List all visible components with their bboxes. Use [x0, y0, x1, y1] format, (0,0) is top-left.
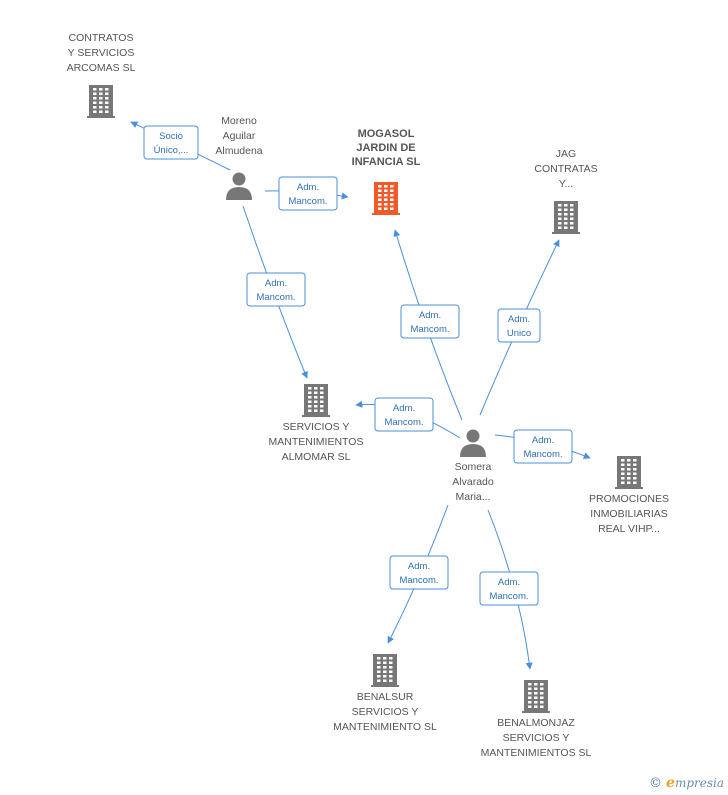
edge-label-text: Adm. — [532, 435, 554, 446]
building-icon — [372, 182, 400, 215]
edge-label-e5[interactable]: Adm. Unico — [497, 308, 541, 343]
node-label: SERVICIOS Y — [503, 732, 570, 744]
edge-label-e1[interactable]: SocioÚnico,... — [143, 125, 199, 160]
edge-label-text: Único,... — [154, 145, 189, 156]
node-label: Maria... — [455, 491, 490, 503]
edge-label-text: Adm. — [393, 403, 415, 414]
node-label: REAL VIHP... — [598, 523, 660, 535]
node-label: Y... — [559, 178, 573, 190]
nodes-layer: CONTRATOS Y SERVICIOS ARCOMAS SL MorenoAgui… — [67, 32, 669, 759]
node-label: CONTRATOS — [69, 32, 134, 44]
person-icon — [460, 429, 486, 457]
node-label: MANTENIMIENTOS SL — [481, 747, 592, 759]
edge-label-text: Adm. — [265, 278, 287, 289]
node-benalmonjaz[interactable]: BENALMONJAZ SERVICIOS Y MANTENIMIENTOS SL — [481, 680, 592, 759]
node-label: INMOBILIARIAS — [590, 508, 668, 520]
building-icon — [615, 456, 643, 489]
node-label: ALMOMAR SL — [282, 451, 351, 463]
edge-label-box — [479, 571, 539, 606]
edge-label-e4[interactable]: Adm. Mancom. — [400, 304, 460, 339]
edge-labels-layer: SocioÚnico,...Adm.Mancom.Adm.Mancom.Adm.… — [143, 125, 573, 606]
node-label: INFANCIA SL — [352, 156, 421, 168]
node-benalsur[interactable]: BENALSUR SERVICIOS Y MANTENIMIENTO SL — [333, 654, 437, 733]
node-label: BENALSUR — [357, 691, 414, 703]
edge-label-e3[interactable]: Adm. Mancom. — [246, 272, 306, 307]
edge-label-box — [513, 429, 573, 464]
edge-label-text: Adm. — [508, 314, 530, 325]
edge-label-box — [497, 308, 541, 343]
node-somera[interactable]: SomeraAlvaradoMaria... — [452, 429, 494, 504]
edge-label-box — [246, 272, 306, 307]
node-label: MANTENIMIENTO SL — [333, 721, 437, 733]
edge-label-text: Adm. — [297, 182, 319, 193]
edge-label-box — [143, 125, 199, 160]
building-icon — [371, 654, 399, 687]
edge-label-text: Mancom. — [399, 575, 438, 586]
node-label: BENALMONJAZ — [497, 717, 575, 729]
edge-label-e7[interactable]: Adm. Mancom. — [513, 429, 573, 464]
node-label: Almudena — [215, 145, 262, 157]
person-icon — [226, 172, 252, 200]
node-label: Alvarado — [452, 476, 494, 488]
node-mogasol[interactable]: MOGASOL JARDIN DE INFANCIA SL — [352, 128, 421, 215]
edge-label-text: Socio — [159, 131, 183, 142]
edge-label-e2[interactable]: Adm. Mancom. — [278, 176, 338, 211]
edge-label-box — [400, 304, 460, 339]
brand-name: mpresia — [674, 776, 724, 790]
edge-label-text: Mancom. — [288, 196, 327, 207]
edge-label-text: Adm. — [419, 310, 441, 321]
node-promociones[interactable]: PROMOCIONES INMOBILIARIAS REAL VIHP... — [589, 456, 669, 535]
node-label: CONTRATAS — [534, 163, 597, 175]
node-jag[interactable]: JAG CONTRATAS Y... — [534, 148, 598, 234]
node-label: SERVICIOS Y — [283, 421, 350, 433]
node-label: SERVICIOS Y — [352, 706, 419, 718]
edge-label-e8[interactable]: Adm. Mancom. — [389, 555, 449, 590]
node-label: Moreno — [221, 115, 257, 127]
building-icon — [522, 680, 550, 713]
building-icon — [552, 201, 580, 234]
edge-label-text: Unico — [507, 328, 531, 339]
node-label: JAG — [556, 148, 576, 160]
node-label: ARCOMAS SL — [67, 62, 136, 74]
building-icon — [302, 384, 330, 417]
edge-label-e9[interactable]: Adm. Mancom. — [479, 571, 539, 606]
edge-label-text: Mancom. — [384, 417, 423, 428]
edge-label-text: Mancom. — [256, 292, 295, 303]
brand-initial: e — [666, 775, 675, 791]
node-label: Aguilar — [223, 130, 256, 142]
edge-label-box — [389, 555, 449, 590]
node-label: Somera — [455, 461, 492, 473]
copyright-symbol: © — [649, 776, 663, 791]
node-label: MANTENIMIENTOS — [269, 436, 364, 448]
node-almomar[interactable]: SERVICIOS Y MANTENIMIENTOS ALMOMAR SL — [269, 384, 364, 463]
node-contratos[interactable]: CONTRATOS Y SERVICIOS ARCOMAS SL — [67, 32, 136, 118]
node-label: Y SERVICIOS — [68, 47, 135, 59]
node-label: MOGASOL — [358, 128, 415, 140]
edge-label-box — [374, 397, 434, 432]
edge-label-text: Mancom. — [523, 449, 562, 460]
building-icon — [87, 85, 115, 118]
node-label: JARDIN DE — [356, 142, 415, 154]
edge-label-e6[interactable]: Adm. Mancom. — [374, 397, 434, 432]
edge-label-text: Mancom. — [489, 591, 528, 602]
empresia-watermark: ©empresia — [649, 775, 724, 791]
edge-label-text: Adm. — [408, 561, 430, 572]
edge-label-box — [278, 176, 338, 211]
edge-label-text: Adm. — [498, 577, 520, 588]
edge-label-text: Mancom. — [410, 324, 449, 335]
node-label: PROMOCIONES — [589, 493, 669, 505]
